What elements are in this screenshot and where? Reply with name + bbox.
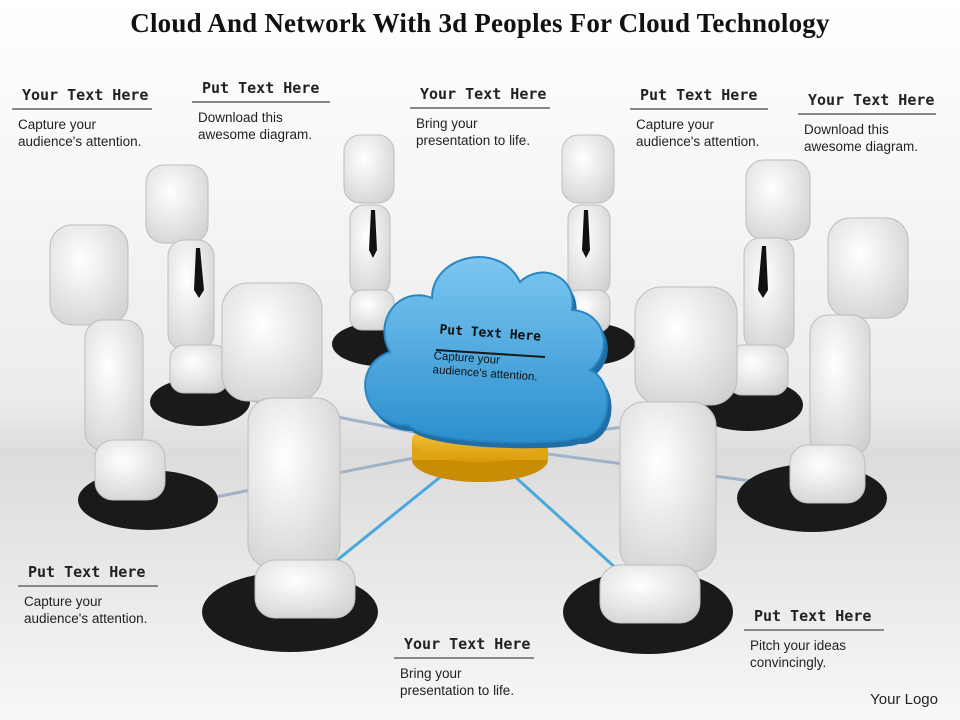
callout-body: Capture your audience's attention. xyxy=(24,594,148,626)
callout-6: Put Text Here Capture your audience's at… xyxy=(18,563,158,627)
callout-heading: Your Text Here xyxy=(798,91,936,115)
callout-3: Your Text Here Bring your presentation t… xyxy=(410,85,550,149)
callout-1: Your Text Here Capture your audience's a… xyxy=(12,86,152,150)
callout-2: Put Text Here Download this awesome diag… xyxy=(192,79,330,143)
cloud-text: Put Text Here Capture your audience's at… xyxy=(428,322,562,386)
callout-body: Capture your audience's attention. xyxy=(18,117,142,149)
callout-heading: Your Text Here xyxy=(410,85,550,109)
callout-heading: Your Text Here xyxy=(12,86,152,110)
cloud-divider xyxy=(435,349,546,358)
callout-5: Your Text Here Download this awesome dia… xyxy=(798,91,936,155)
callout-heading: Put Text Here xyxy=(192,79,330,103)
callout-body: Capture your audience's attention. xyxy=(636,117,760,149)
ties xyxy=(194,210,768,298)
callout-body: Download this awesome diagram. xyxy=(198,110,313,142)
figures xyxy=(49,134,909,624)
callout-body: Download this awesome diagram. xyxy=(804,122,919,154)
callout-heading: Put Text Here xyxy=(18,563,158,587)
page-title: Cloud And Network With 3d Peoples For Cl… xyxy=(130,8,830,38)
logo-placeholder: Your Logo xyxy=(870,691,938,708)
callout-heading: Put Text Here xyxy=(630,86,768,110)
callout-7: Your Text Here Bring your presentation t… xyxy=(394,635,534,699)
cloud-shape xyxy=(364,256,612,449)
callout-4: Put Text Here Capture your audience's at… xyxy=(630,86,768,150)
callout-heading: Put Text Here xyxy=(744,607,884,631)
callout-body: Pitch your ideas convincingly. xyxy=(750,638,847,670)
callout-body: Bring your presentation to life. xyxy=(416,116,531,148)
callout-8: Put Text Here Pitch your ideas convincin… xyxy=(744,607,884,671)
callout-body: Bring your presentation to life. xyxy=(400,666,515,698)
callout-heading: Your Text Here xyxy=(394,635,534,659)
